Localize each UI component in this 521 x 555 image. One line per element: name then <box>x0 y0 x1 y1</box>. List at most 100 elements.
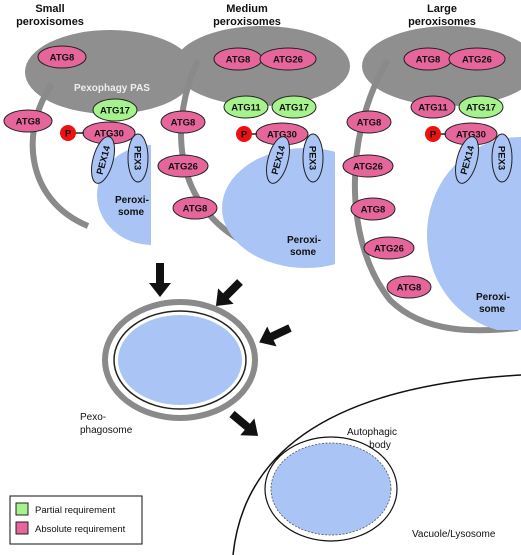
legend-swatch-absolute <box>15 521 29 535</box>
autophagic-body-label-line2: body <box>369 440 391 451</box>
legend: Partial requirement Absolute requirement <box>9 495 143 545</box>
peroxisome-label-line1: Peroxi- <box>476 292 510 303</box>
atg8-pill: ATG8 <box>37 45 87 69</box>
autophagic-body <box>264 436 398 542</box>
header-small-line1: Small <box>35 3 64 15</box>
pexophagosome-peroxisome <box>118 315 242 405</box>
pex14-pill: PEX14 <box>266 136 290 184</box>
legend-swatch-partial <box>15 502 29 516</box>
atg8-pill: ATG8 <box>172 196 218 220</box>
atg26-pill: ATG26 <box>259 47 317 71</box>
atg26-pill: ATG26 <box>157 154 209 178</box>
arrow-down-right-icon <box>229 410 259 436</box>
medium-peroxisome-panel <box>174 26 350 268</box>
svg-text:ATG8: ATG8 <box>397 283 422 294</box>
large-proteins: ATG8 ATG26 ATG11 ATG17 ATG30 P PEX14 PEX… <box>342 47 513 315</box>
pexophagosome-label-line1: Pexo- <box>80 412 106 423</box>
svg-text:PEX3: PEX3 <box>307 146 318 170</box>
peroxisome-large <box>427 137 521 330</box>
svg-text:ATG26: ATG26 <box>273 55 303 66</box>
pex3-pill: PEX3 <box>491 133 513 183</box>
atg8-pill: ATG8 <box>3 109 53 133</box>
pex3-pill: PEX3 <box>127 133 149 183</box>
atg11-pill: ATG11 <box>223 95 269 119</box>
atg26-pill: ATG26 <box>448 47 506 71</box>
pex14-pill: PEX14 <box>91 136 115 184</box>
atg26-pill: ATG26 <box>363 236 415 260</box>
pexophagosome-label-line2: phagosome <box>80 425 133 436</box>
svg-text:ATG8: ATG8 <box>361 205 386 216</box>
svg-text:ATG8: ATG8 <box>183 204 208 215</box>
header-large-line1: Large <box>427 3 457 15</box>
legend-label-absolute: Absolute requirement <box>35 524 126 535</box>
svg-text:P: P <box>430 130 437 141</box>
autophagic-body-label-line1: Autophagic <box>347 427 397 438</box>
svg-text:ATG8: ATG8 <box>357 118 382 129</box>
header-medium-line1: Medium <box>226 3 268 15</box>
svg-text:PEX3: PEX3 <box>132 146 143 170</box>
vacuole-membrane <box>232 374 521 555</box>
medium-proteins: ATG8 ATG26 ATG11 ATG17 ATG30 P PEX14 PEX… <box>157 47 324 258</box>
svg-text:ATG11: ATG11 <box>231 103 261 114</box>
atg17-pill: ATG17 <box>92 98 138 122</box>
phospho-marker: P <box>425 126 446 142</box>
svg-text:ATG26: ATG26 <box>353 162 383 173</box>
pex3-pill: PEX3 <box>302 133 324 183</box>
arrow-left-icon <box>259 324 292 347</box>
legend-label-partial: Partial requirement <box>35 505 116 516</box>
large-peroxisome-panel <box>351 26 521 334</box>
svg-text:P: P <box>65 129 72 140</box>
autophagic-body-peroxisome <box>270 442 392 536</box>
small-proteins: ATG8 ATG8 ATG17 ATG30 P PEX14 PEX3 Perox… <box>3 45 149 218</box>
peroxisome-label-line1: Peroxi- <box>287 235 321 246</box>
svg-text:ATG26: ATG26 <box>462 55 492 66</box>
svg-text:ATG26: ATG26 <box>374 244 404 255</box>
vacuole-label: Vacuole/Lysosome <box>412 529 496 540</box>
arrows <box>149 263 292 436</box>
header-large-line2: peroxisomes <box>408 16 476 28</box>
header-small-line2: peroxisomes <box>16 16 84 28</box>
svg-text:ATG8: ATG8 <box>171 118 196 129</box>
pas-medium <box>174 26 350 106</box>
svg-text:ATG26: ATG26 <box>168 162 198 173</box>
peroxisome-label-line2: some <box>118 207 145 218</box>
peroxisome-label-line2: some <box>479 304 506 315</box>
peroxisome-label-line1: Peroxi- <box>115 195 149 206</box>
svg-text:PEX3: PEX3 <box>496 146 507 170</box>
header-medium-line2: peroxisomes <box>213 16 281 28</box>
atg17-pill: ATG17 <box>271 95 317 119</box>
membrane-small <box>29 82 90 229</box>
legend-box <box>9 495 143 545</box>
atg8-pill: ATG8 <box>213 47 263 71</box>
peroxisome-label-line2: some <box>290 247 317 258</box>
svg-text:ATG30: ATG30 <box>94 129 124 140</box>
pas-label: Pexophagy PAS <box>74 83 150 94</box>
atg8-pill: ATG8 <box>346 110 392 134</box>
svg-text:P: P <box>241 130 248 141</box>
svg-text:ATG17: ATG17 <box>100 106 130 117</box>
svg-text:ATG30: ATG30 <box>267 130 297 141</box>
phospho-marker: P <box>236 126 257 142</box>
atg8-pill: ATG8 <box>403 47 453 71</box>
svg-text:ATG8: ATG8 <box>416 55 441 66</box>
atg17-pill: ATG17 <box>458 95 504 119</box>
svg-text:ATG11: ATG11 <box>418 103 448 114</box>
svg-text:ATG17: ATG17 <box>466 103 496 114</box>
peroxisome-medium <box>222 148 335 268</box>
svg-text:ATG8: ATG8 <box>226 55 251 66</box>
atg8-pill: ATG8 <box>160 110 206 134</box>
atg8-pill: ATG8 <box>386 275 432 299</box>
svg-text:ATG8: ATG8 <box>50 53 75 64</box>
svg-text:ATG30: ATG30 <box>456 130 486 141</box>
pex14-pill: PEX14 <box>455 136 479 184</box>
atg26-pill: ATG26 <box>342 154 394 178</box>
pexophagosome <box>102 299 258 421</box>
svg-text:ATG17: ATG17 <box>279 103 309 114</box>
svg-text:ATG8: ATG8 <box>16 117 41 128</box>
arrow-down-left-icon <box>215 279 243 307</box>
atg8-pill: ATG8 <box>350 197 396 221</box>
phospho-marker: P <box>60 125 84 141</box>
arrow-down-icon <box>149 263 171 297</box>
